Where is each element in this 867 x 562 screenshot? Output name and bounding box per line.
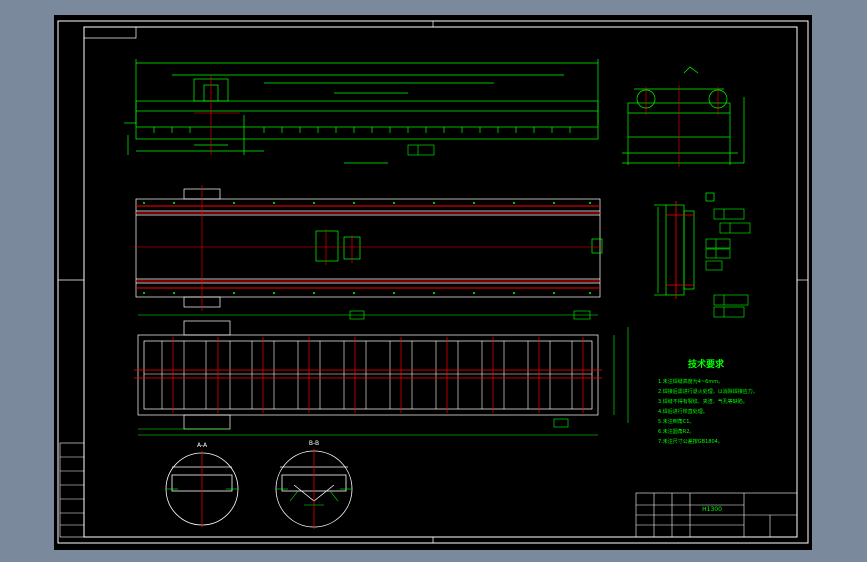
notes-heading: 技术要求: [688, 358, 725, 370]
plan-view-dots: [143, 202, 591, 294]
note-5: 5.未注倒角C1。: [658, 418, 694, 425]
title-block-part-code: H1300: [702, 506, 722, 513]
bottom-grid-red: [134, 337, 602, 413]
title-block: [635, 492, 798, 538]
note-4: 4.焊后进行校直处理。: [658, 408, 708, 415]
note-3: 3.焊缝不得有裂纹、夹渣、气孔等缺陷。: [658, 398, 748, 405]
section-label-a: A-A: [197, 442, 208, 449]
cad-drawing: A-A B-B 技术要求 1.未注焊缝高度为4~6mm。 2.焊接后需进行退火处…: [57, 20, 809, 544]
top-left-label-box: [83, 26, 137, 39]
left-side-table: [59, 442, 85, 538]
section-circles-red: [201, 449, 315, 529]
section-circles-green: [166, 488, 352, 506]
section-detail-red: [666, 201, 694, 299]
front-elevation-view: [124, 59, 599, 164]
plan-view: [135, 188, 603, 308]
section-tolerance-frames: [705, 208, 751, 318]
note-7: 7.未注尺寸公差按GB1804。: [658, 438, 723, 445]
cad-viewport[interactable]: A-A B-B 技术要求 1.未注焊缝高度为4~6mm。 2.焊接后需进行退火处…: [54, 15, 812, 550]
plan-view-red-lines: [134, 185, 602, 311]
side-view: [622, 66, 745, 165]
note-1: 1.未注焊缝高度为4~6mm。: [658, 378, 723, 385]
bottom-grid-cells: [144, 341, 592, 409]
note-2: 2.焊接后需进行退火处理，以消除焊接应力。: [658, 388, 758, 395]
sheet-outer-border: [57, 20, 809, 544]
bottom-grid-dims: [138, 310, 629, 436]
front-elevation-centerlines: [194, 75, 240, 155]
bottom-grid-view: [137, 320, 599, 430]
section-detail: [654, 192, 715, 296]
sheet-inner-border: [83, 26, 798, 538]
tolerance-frame-front: [407, 144, 435, 156]
section-label-b: B-B: [309, 440, 319, 447]
side-view-centerlines: [645, 85, 719, 167]
note-6: 6.未注圆角R2。: [658, 428, 694, 435]
